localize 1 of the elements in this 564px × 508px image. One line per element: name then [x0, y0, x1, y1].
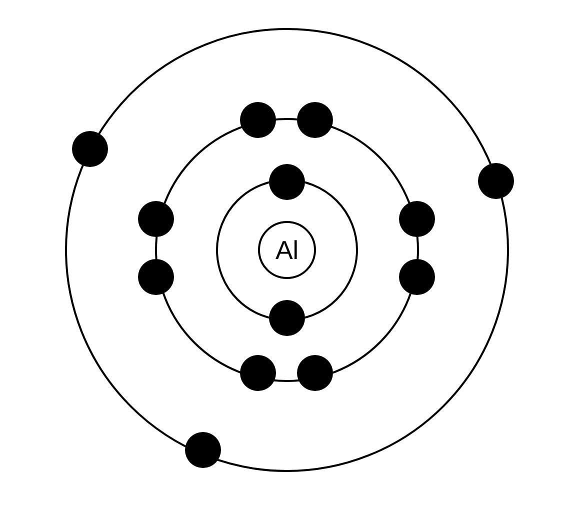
nucleus-circle: Al: [258, 221, 316, 279]
